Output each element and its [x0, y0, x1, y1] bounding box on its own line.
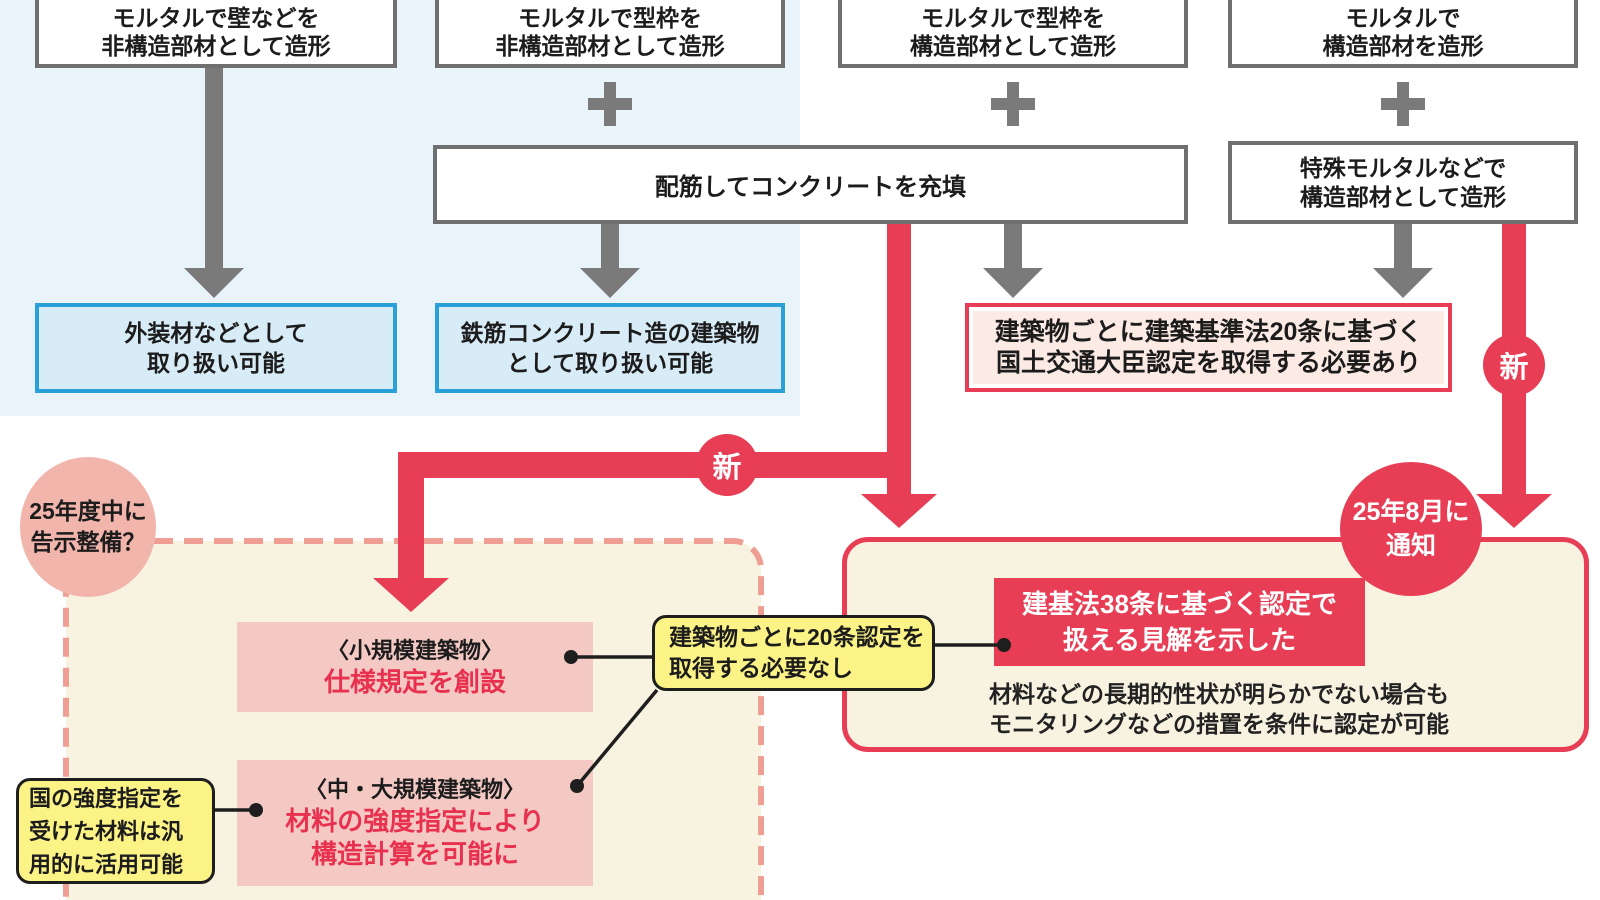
article20-certification-box: 建築物ごとに建築基準法20条に基づく 国土交通大臣認定を取得する必要あり [965, 303, 1452, 392]
process-box-line: モルタルで [1345, 5, 1461, 31]
gray-arrow4-head [1373, 268, 1433, 298]
process-box-formwork-structural: モルタルで型枠を 構造部材として造形 [838, 0, 1188, 68]
red-arrowhead-right [1476, 494, 1552, 528]
gray-arrow3-head [983, 268, 1043, 298]
process-box-line: モルタルで型枠を [921, 5, 1105, 31]
new-badge-left: 新 [696, 434, 758, 496]
result-rc-building-box: 鉄筋コンクリート造の建築物 として取り扱い可能 [435, 303, 785, 393]
red-line-center [887, 224, 911, 494]
red-arrowhead-elbow [373, 578, 449, 612]
new-badge-right: 新 [1483, 334, 1545, 396]
callout-no-article20: 建築物ごとに20条認定を 取得する必要なし [652, 615, 935, 691]
red-arrowhead-center [861, 494, 937, 528]
process-box-line: モルタルで型枠を [518, 5, 702, 31]
process-box-line: 非構造部材として造形 [101, 33, 331, 59]
schedule-bubble: 25年度中に 告示整備？ [20, 457, 156, 597]
notice-date-bubble: 25年8月に 通知 [1340, 462, 1482, 596]
gray-arrow2-head [580, 268, 640, 298]
small-building-box: 〈小規模建築物〉 仕様規定を創設 [237, 622, 593, 712]
gray-arrow3-shaft [1004, 224, 1022, 268]
callout-national-strength: 国の強度指定を 受けた材料は汎 用的に活用可能 [16, 778, 215, 884]
rebar-concrete-box: 配筋してコンクリートを充填 [433, 145, 1188, 224]
process-box-formwork-nonstructural: モルタルで型枠を 非構造部材として造形 [435, 0, 785, 68]
process-box-structural: モルタルで 構造部材を造形 [1228, 0, 1578, 68]
gray-arrow2-shaft [601, 224, 619, 268]
process-box-line: 非構造部材として造形 [495, 33, 725, 59]
process-box-wall-nonstructural: モルタルで壁などを 非構造部材として造形 [35, 0, 397, 68]
article38-notes: 材料などの長期的性状が明らかでない場合も モニタリングなどの措置を条件に認定が可… [989, 681, 1449, 737]
gray-arrow1-shaft [205, 68, 223, 268]
mid-large-building-box: 〈中・大規模建築物〉 材料の強度指定により 構造計算を可能に [237, 760, 593, 886]
gray-arrow1-head [184, 268, 244, 298]
result-exterior-box: 外装材などとして 取り扱い可能 [35, 303, 397, 393]
process-box-line: モルタルで壁などを [112, 5, 320, 31]
red-elbow-horizontal [398, 452, 911, 478]
red-elbow-vertical [398, 452, 424, 578]
process-box-line: 構造部材として造形 [909, 33, 1117, 59]
process-box-line: 構造部材を造形 [1322, 33, 1484, 59]
special-mortar-box: 特殊モルタルなどで 構造部材として造形 [1228, 141, 1578, 224]
article38-banner: 建基法38条に基づく認定で 扱える見解を示した [994, 578, 1365, 666]
gray-arrow4-shaft [1394, 224, 1412, 268]
